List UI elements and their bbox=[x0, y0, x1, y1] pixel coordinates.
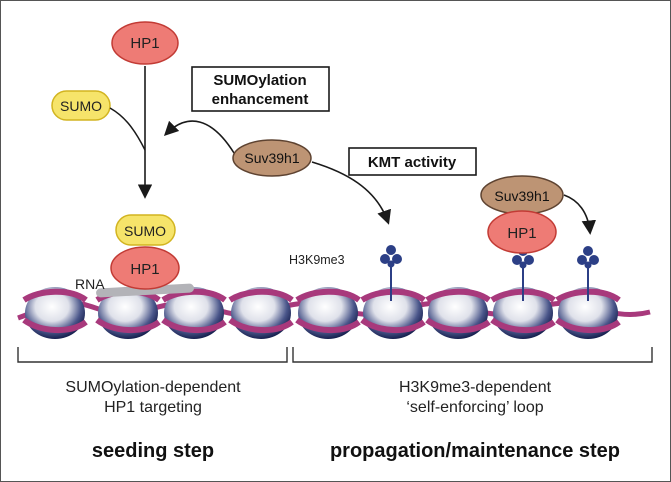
seeding-step-label: seeding step bbox=[92, 440, 214, 462]
enhancement-label-line2: enhancement bbox=[212, 91, 309, 108]
hp1-bound-oval bbox=[110, 246, 180, 290]
free-sumo: SUMO bbox=[51, 90, 111, 121]
sumo-bound-label: SUMO bbox=[124, 223, 166, 239]
rna-group: RNA bbox=[75, 276, 194, 298]
suv39h1-free-oval bbox=[232, 139, 312, 177]
kmt-activity-box: KMT activity bbox=[348, 147, 477, 176]
enhancement-label-line1: SUMOylation bbox=[213, 72, 306, 89]
hp1-top-label: HP1 bbox=[130, 35, 159, 52]
kmt-arrow bbox=[311, 161, 391, 225]
nucleosome-1 bbox=[22, 287, 88, 339]
h3k9me3-mark-3 bbox=[577, 246, 599, 301]
kmt-activity-label: KMT activity bbox=[368, 154, 457, 171]
free-hp1: HP1 bbox=[111, 21, 179, 65]
nucleosome-3 bbox=[161, 287, 227, 339]
left-caption-line1: SUMOylation-dependent bbox=[65, 379, 241, 396]
right-caption-line1: H3K9me3-dependent bbox=[399, 379, 552, 396]
hp1-bound-label: HP1 bbox=[130, 261, 159, 278]
propagation-arrow bbox=[563, 194, 597, 235]
rna-label: RNA bbox=[75, 276, 105, 292]
left-bracket bbox=[17, 347, 288, 363]
sumoylation-enhancement-box: SUMOylation enhancement bbox=[191, 66, 330, 112]
rna-bar bbox=[96, 283, 194, 298]
nucleosome-4 bbox=[228, 287, 294, 339]
enhancement-arrow bbox=[163, 120, 235, 154]
left-caption-line2: HP1 targeting bbox=[104, 399, 202, 416]
nucleosome-5 bbox=[295, 287, 361, 339]
suv39h1-free-label: Suv39h1 bbox=[244, 150, 299, 166]
bound-sumo-hp1: SUMO HP1 bbox=[110, 214, 180, 290]
hp1-top-oval bbox=[111, 21, 179, 65]
hp1-suv39h1-complex: Suv39h1 HP1 bbox=[480, 175, 564, 254]
h3k9me3-mark-1 bbox=[380, 245, 402, 301]
nucleosome-6 bbox=[360, 287, 426, 339]
chromatin-fiber bbox=[17, 287, 651, 339]
h3k9me3-label: H3K9me3 bbox=[289, 253, 345, 267]
propagation-step-label: propagation/maintenance step bbox=[330, 440, 620, 462]
sumo-free-pill bbox=[51, 90, 111, 121]
sumo-free-label: SUMO bbox=[60, 98, 102, 114]
sumo-bound-pill bbox=[115, 214, 176, 246]
nucleosome-7 bbox=[425, 287, 491, 339]
sumo-join-curve bbox=[109, 107, 146, 151]
free-suv39h1: Suv39h1 bbox=[232, 139, 312, 177]
right-bracket bbox=[292, 347, 653, 363]
right-caption-line2: ‘self-enforcing’ loop bbox=[406, 399, 543, 416]
suv39h1-complex-label: Suv39h1 bbox=[494, 188, 549, 204]
hp1-complex-label: HP1 bbox=[507, 225, 536, 242]
hp1-complex-oval bbox=[487, 210, 557, 254]
